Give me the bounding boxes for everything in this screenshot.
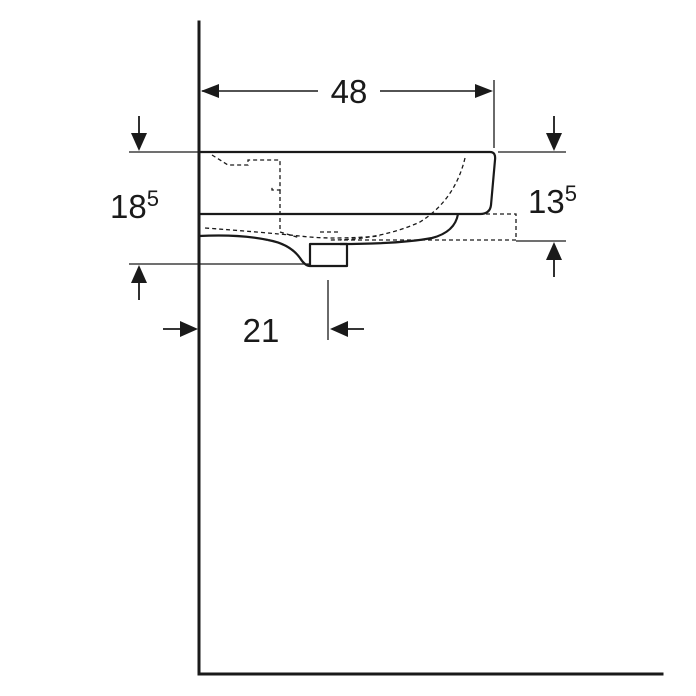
rim-right-arrow-top [546,133,562,151]
drain-offset-arrow-right [330,321,348,337]
overflow-vertical-hidden [279,190,301,239]
rim-height-right-main: 13 [528,183,565,220]
drain-body [308,242,349,268]
wall-and-floor [197,20,664,676]
rim-left-arrow-top [131,133,147,151]
drain-offset-arrow-left [180,321,198,337]
overflow-channel-hidden [211,154,281,191]
dimension-rim-height-right [498,116,566,277]
inner-bowl-hidden [204,227,381,239]
depth-arrow-right [475,84,493,98]
drain-offset-label: 21 [243,312,280,349]
dimension-depth [201,80,495,148]
rim-height-right-sup: 5 [565,181,577,206]
basin-underside-curve [339,213,460,246]
rim-height-left-label: 185 [110,186,159,225]
basin-rim-and-front [199,150,497,216]
rim-height-left-sup: 5 [147,186,159,211]
rim-left-arrow-bottom [131,265,147,283]
depth-value-label: 48 [331,73,368,110]
drain-neck-curve [267,238,311,268]
dimension-rim-height-left [129,116,310,300]
rim-height-left-main: 18 [110,188,147,225]
rim-right-arrow-bottom [546,242,562,260]
depth-arrow-left [201,84,219,98]
counter-hidden-outline [340,213,517,241]
basin-outline [198,150,497,268]
dimension-drain-offset [163,280,364,340]
rim-height-right-label: 135 [528,181,577,220]
basin-underside-left [198,234,269,242]
hidden-lines [204,154,517,241]
bowl-hidden-curve [329,157,466,241]
